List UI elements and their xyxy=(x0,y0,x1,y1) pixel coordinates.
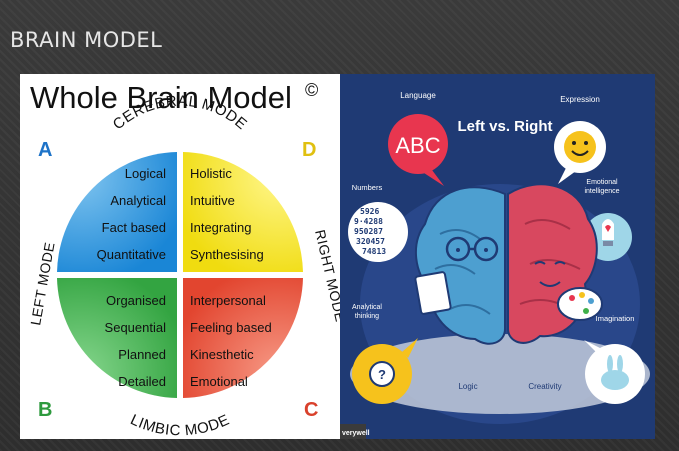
quadrant-a-word: Fact based xyxy=(102,220,166,235)
creativity-label: Creativity xyxy=(528,382,561,391)
rabbit-ear-icon xyxy=(617,355,623,373)
letter-d: D xyxy=(302,139,316,161)
quadrant-c-word: Emotional xyxy=(190,374,248,389)
language-label: Language xyxy=(400,91,436,100)
limbic-mode-label: LIMBIC MODE xyxy=(128,411,232,439)
letter-a: A xyxy=(38,139,52,161)
question-icon xyxy=(369,361,395,387)
left-brain-folds xyxy=(434,229,491,315)
quadrant-b-word: Sequential xyxy=(105,320,167,335)
brand-logo: verywell xyxy=(342,430,370,437)
left-mode-label: LEFT MODE xyxy=(27,241,57,327)
left-vs-right-title: Left vs. Right xyxy=(457,118,552,135)
rabbit-ear-icon xyxy=(607,355,613,373)
analytical-bubble-tail xyxy=(402,338,418,358)
imagination-bubble-tail xyxy=(584,340,604,354)
left-eye-icon xyxy=(456,248,460,252)
paint-dot-icon xyxy=(579,292,585,298)
whole-brain-title: Whole Brain Model xyxy=(30,80,292,115)
language-bubble xyxy=(388,114,448,174)
svg-text:5926: 5926 xyxy=(360,207,379,216)
rabbit-icon xyxy=(601,370,629,390)
left-vs-right-illustration: Left vs. Right Language ABC Expression N… xyxy=(340,91,650,439)
logic-label: Logic xyxy=(458,382,477,391)
smiley-icon xyxy=(564,131,596,163)
quadrant-d xyxy=(183,152,303,272)
quadrant-a-word: Quantitative xyxy=(97,247,166,262)
quadrant-b-word: Detailed xyxy=(118,374,166,389)
abc-text: ABC xyxy=(395,133,440,158)
quadrant-d-word: Synthesising xyxy=(190,247,264,262)
right-smile-icon xyxy=(539,281,561,287)
quadrant-b-word: Organised xyxy=(106,293,166,308)
copyright-symbol: © xyxy=(305,80,318,100)
brand-badge xyxy=(340,424,366,439)
smiley-mouth-icon xyxy=(571,150,589,156)
question-mark-icon: ? xyxy=(378,367,386,382)
left-vs-right-image: Left vs. Right Language ABC Expression N… xyxy=(340,74,655,439)
letter-b: B xyxy=(38,399,52,421)
quadrant-d-word: Integrating xyxy=(190,220,251,235)
quadrant-c-word: Feeling based xyxy=(190,320,272,335)
heart-icon xyxy=(605,225,611,232)
expression-bubble-tail xyxy=(558,168,576,184)
slide-title: BRAIN MODEL xyxy=(10,28,163,52)
quadrant-b-word: Planned xyxy=(118,347,166,362)
quadrant-c xyxy=(183,278,303,398)
floor-shadow xyxy=(350,334,650,414)
quadrant-a xyxy=(57,152,177,272)
right-eyes-icon xyxy=(534,261,566,265)
quadrant-d-word: Intuitive xyxy=(190,193,235,208)
quadrant-c-word: Kinesthetic xyxy=(190,347,254,362)
lightbulb-base-icon xyxy=(603,241,613,246)
svg-text:74813: 74813 xyxy=(362,247,386,256)
language-bubble-tail xyxy=(424,170,444,186)
svg-text:950287: 950287 xyxy=(354,227,383,236)
paint-dot-icon xyxy=(569,295,575,301)
imagination-label: Imagination xyxy=(596,314,635,323)
quadrant-a-word: Analytical xyxy=(110,193,166,208)
quadrant-b xyxy=(57,278,177,398)
smiley-eye-icon xyxy=(572,141,576,145)
smiley-eye-icon xyxy=(584,141,588,145)
paint-dot-icon xyxy=(583,308,589,314)
whole-brain-diagram: Whole Brain Model © CEREBRAL MODE LIMBIC… xyxy=(27,80,340,439)
quadrant-d-word: Holistic xyxy=(190,166,232,181)
numbers-bubble xyxy=(348,202,408,262)
numbers-label: Numbers xyxy=(352,183,383,192)
svg-text:9·4288: 9·4288 xyxy=(354,217,383,226)
palette-icon xyxy=(557,287,603,321)
right-mode-label: RIGHT MODE xyxy=(312,228,340,323)
expression-label: Expression xyxy=(560,95,600,104)
clipboard-icon xyxy=(414,271,452,315)
svg-text:320457: 320457 xyxy=(356,237,385,246)
whole-brain-model-image: Whole Brain Model © CEREBRAL MODE LIMBIC… xyxy=(20,74,340,439)
quadrant-a-word: Logical xyxy=(125,166,166,181)
quadrant-c-word: Interpersonal xyxy=(190,293,266,308)
numbers-digits: 5926 9·4288 950287 320457 74813 xyxy=(354,207,386,256)
letter-c: C xyxy=(304,399,318,421)
left-eye-icon xyxy=(484,248,488,252)
paint-dot-icon xyxy=(588,298,594,304)
